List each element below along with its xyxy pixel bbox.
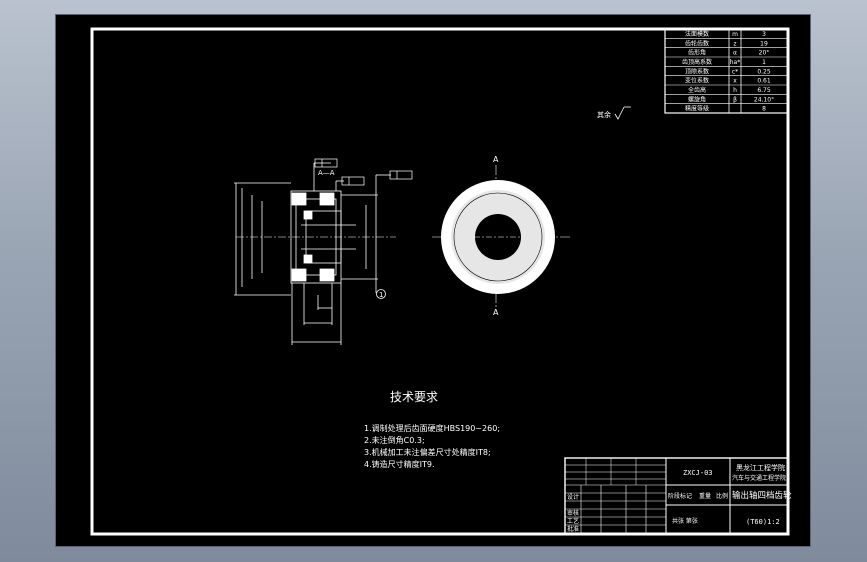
param-value: 6.75: [757, 87, 771, 94]
sheet-label: 共张 第张: [672, 517, 698, 525]
param-value: 0.61: [757, 78, 771, 85]
param-name: 精度等级: [685, 105, 709, 113]
param-symbol: x: [733, 78, 737, 85]
drawing-border: [90, 27, 790, 536]
param-name: 螺旋角: [688, 95, 706, 103]
param-symbol: ha*: [730, 59, 740, 66]
param-value: 8: [762, 106, 766, 113]
process-label: 工艺: [567, 517, 579, 525]
section-label: A—A: [318, 169, 335, 177]
material-scale: (T60)1:2: [746, 518, 780, 526]
section-mark-bottom: A: [493, 308, 499, 317]
param-name: 顶隙系数: [685, 67, 709, 75]
param-value: 19: [760, 40, 768, 47]
roughness-symbol-icon: [614, 106, 631, 120]
param-symbol: c*: [732, 68, 738, 75]
requirement-3: 3.机械加工未注偏差尺寸处精度IT8;: [364, 447, 491, 457]
param-value: 1: [762, 59, 766, 66]
side-view: [432, 165, 572, 309]
check-label: 审核: [567, 509, 579, 517]
param-symbol: α: [733, 50, 737, 57]
part-name: 输出轴四档齿轮: [732, 490, 792, 501]
scale-label: 比例: [716, 492, 728, 500]
cad-viewport[interactable]: 法面模数 m 3 齿轮齿数 z 19 齿形角 α 20° 齿顶高系数 ha* 1 顶隙系数 c* 0.25 变…: [56, 15, 810, 546]
param-name: 齿形角: [688, 49, 706, 57]
approve-label: 批准: [567, 525, 579, 533]
roughness-note: 其余: [597, 110, 611, 119]
param-name: 齿顶高系数: [682, 58, 712, 66]
department-name: 汽车与交通工程学院: [732, 474, 786, 482]
param-symbol: z: [733, 40, 736, 47]
param-name: 法面模数: [685, 30, 709, 38]
param-name: 齿轮齿数: [685, 39, 709, 47]
param-value: 24.10°: [754, 96, 774, 103]
param-symbol: h: [733, 87, 737, 94]
drawing-number: ZXCJ-03: [683, 469, 713, 477]
param-value: 3: [762, 31, 766, 38]
school-name: 黑龙江工程学院: [736, 463, 785, 472]
stage-label: 阶段标记: [668, 492, 692, 500]
param-value: 20°: [759, 50, 770, 57]
tech-requirements-title: 技术要求: [390, 390, 438, 404]
design-label: 设计: [567, 493, 579, 501]
param-name: 变位系数: [685, 77, 709, 85]
parameter-table: 法面模数 m 3 齿轮齿数 z 19 齿形角 α 20° 齿顶高系数 ha* 1 顶隙系数 c* 0.25 变…: [664, 28, 789, 114]
requirement-4: 4.铸造尺寸精度IT9.: [364, 459, 435, 469]
param-name: 全齿高: [688, 86, 706, 94]
section-view: [234, 162, 396, 345]
requirement-2: 2.未注倒角C0.3;: [364, 435, 425, 445]
tolerance-frames: [314, 158, 413, 186]
section-mark-top: A: [493, 155, 499, 164]
param-symbol: β: [733, 96, 737, 103]
title-block: [564, 457, 789, 535]
weight-label: 重量: [699, 492, 711, 500]
balloon-number: 1: [379, 291, 383, 299]
param-value: 0.25: [757, 68, 771, 75]
param-symbol: m: [732, 31, 738, 38]
requirements-list: 1.调制处理后齿面硬度HBS190~260; 2.未注倒角C0.3; 3.机械加…: [364, 423, 500, 469]
requirement-1: 1.调制处理后齿面硬度HBS190~260;: [364, 423, 500, 433]
part-balloon: [376, 289, 386, 299]
gear-drawing: 法面模数 m 3 齿轮齿数 z 19 齿形角 α 20° 齿顶高系数 ha* 1 顶隙系数 c* 0.25 变…: [90, 27, 792, 536]
